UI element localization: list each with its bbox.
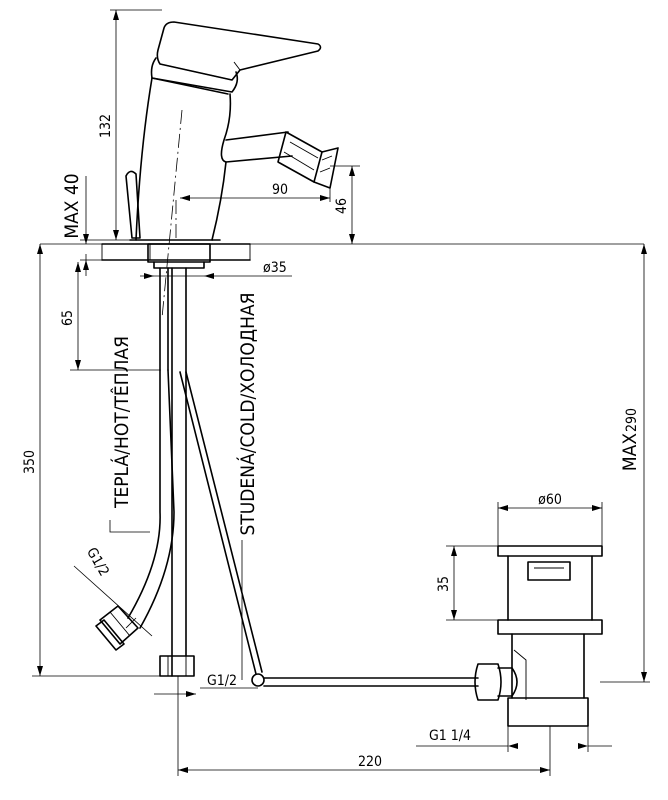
dim-65-label: 65 — [60, 310, 76, 326]
dim-g12-hose-label: G1/2 — [83, 545, 112, 579]
aerator — [277, 131, 339, 189]
dim-46-label: 46 — [334, 198, 350, 214]
dim-max290-label: MAX — [619, 433, 641, 471]
cold-water-label: STUDENÁ/COLD/ХОЛОДНАЯ — [236, 292, 259, 535]
dim-220-label: 220 — [358, 754, 382, 770]
under-deck-pipes — [95, 267, 479, 687]
dim-dia60-label: ø60 — [538, 492, 562, 508]
dim-dia35-label: ø35 — [263, 260, 287, 276]
hot-water-label: TEPLÁ/HOT/TÊПЛАЯ — [110, 336, 133, 509]
dim-max40-label: MAX 40 — [61, 173, 83, 238]
dim-g114-label: G1 1/4 — [429, 728, 471, 744]
popup-waste — [474, 545, 603, 727]
dim-132-label: 132 — [98, 114, 114, 138]
dim-90-label: 90 — [272, 182, 288, 198]
dim-35-waste-label: 35 — [436, 576, 452, 592]
mixer-body — [125, 21, 339, 241]
dim-max290-value: 290 — [624, 408, 640, 432]
dimension-lines — [32, 9, 650, 776]
lift-rod — [125, 170, 141, 239]
dim-g12-valve-label: G1/2 — [207, 673, 237, 689]
deck-section — [101, 243, 251, 269]
dim-350-label: 350 — [22, 450, 38, 474]
